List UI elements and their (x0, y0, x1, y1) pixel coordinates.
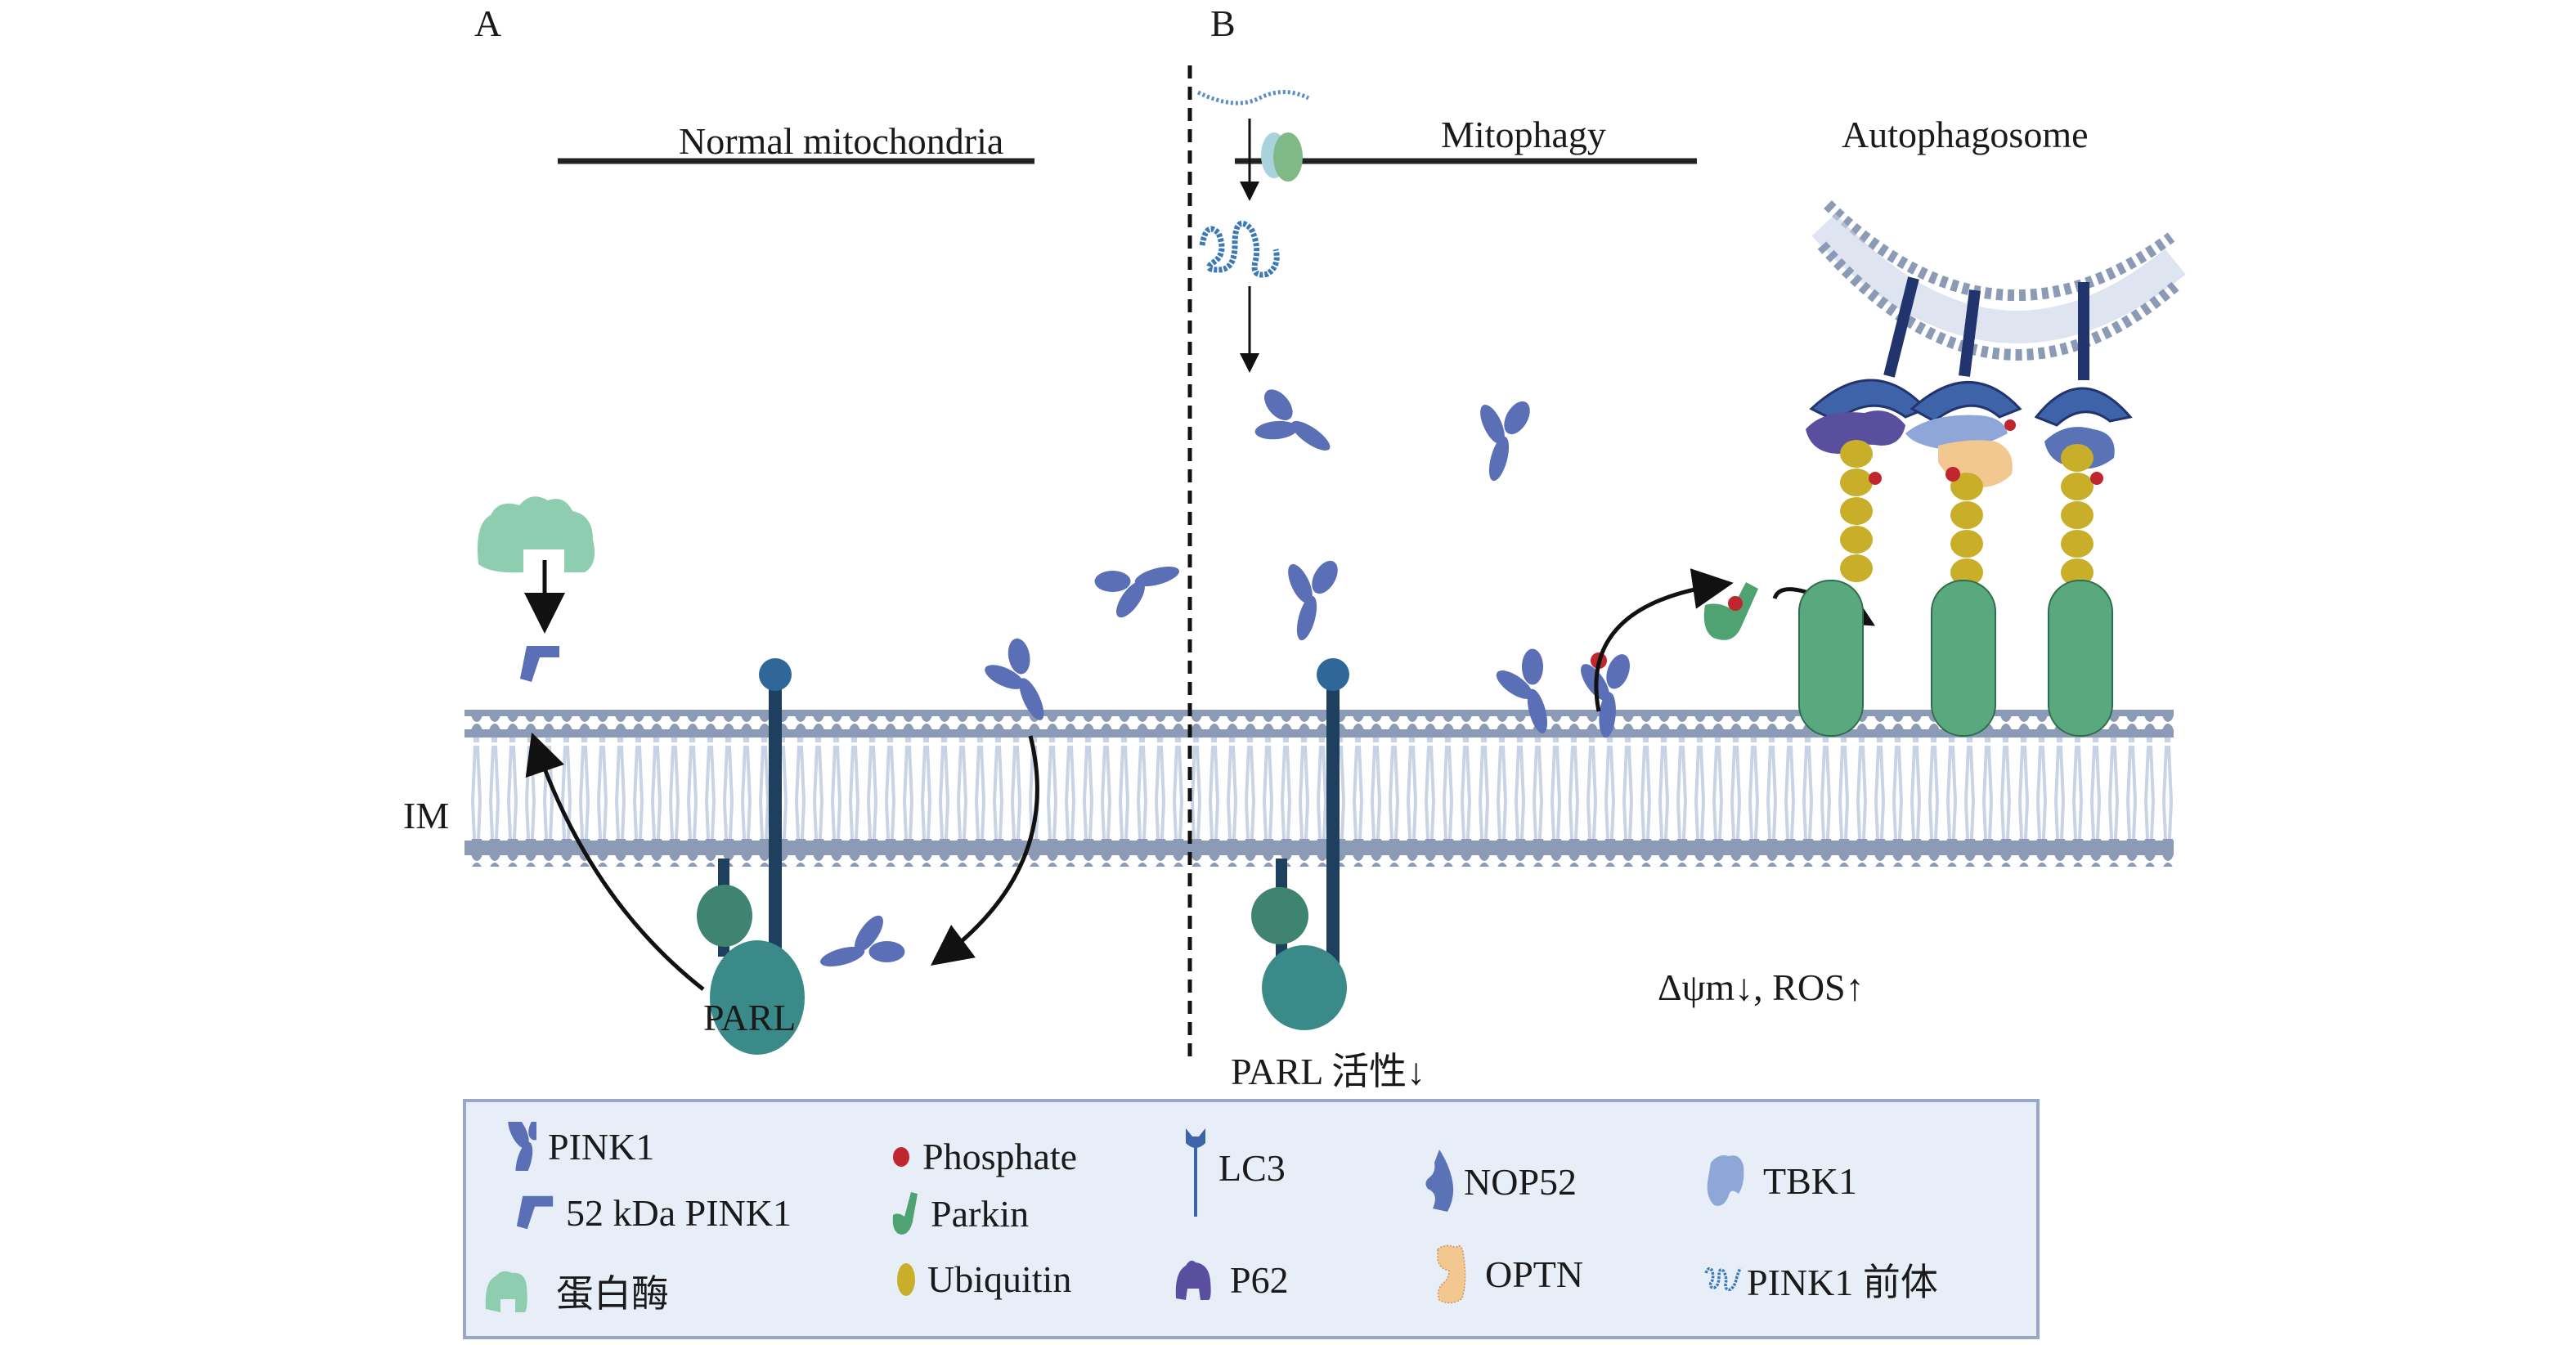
parl-complex-b (1251, 658, 1349, 1030)
membrane-inner-leaflet (464, 839, 2174, 867)
pink1-icon (810, 905, 914, 1001)
phosphate-icon (893, 1146, 909, 1167)
inner-membrane (464, 710, 2174, 867)
legend-item-phosphate: Phosphate (891, 1135, 1077, 1178)
legend-label: NOP52 (1464, 1160, 1577, 1203)
legend-label: 52 kDa PINK1 (566, 1191, 792, 1234)
parkin-recruit-arrow (1594, 568, 1734, 712)
legend-item-pink1-52kda: 52 kDa PINK1 (515, 1190, 792, 1235)
receptor-complex-2 (1905, 289, 2022, 737)
parkin-icon (892, 1192, 918, 1235)
legend-item-tbk1: TBK1 (1706, 1151, 1857, 1210)
parkin-icon (1703, 582, 1758, 640)
pink1-icon (1085, 532, 1190, 628)
pink1-52kda-icon (520, 646, 559, 682)
legend-label: 蛋白酶 (556, 1273, 669, 1315)
autophagosome-title: Autophagosome (1842, 114, 2089, 155)
membrane-tails (464, 734, 2174, 842)
legend-label: PINK1 前体 (1747, 1262, 1938, 1303)
ubiquitin-icon (897, 1262, 915, 1296)
membrane-label: IM (403, 795, 450, 836)
ribosome-icon (1261, 132, 1303, 182)
legend-item-protease: 蛋白酶 (484, 1264, 669, 1318)
parl-complex-a (697, 658, 805, 1055)
legend-label: LC3 (1218, 1147, 1286, 1189)
legend-label: Parkin (931, 1192, 1030, 1235)
pink1-icon (1283, 556, 1344, 643)
legend-item-lc3: LC3 (1184, 1128, 1286, 1218)
receptor-complex-1 (1798, 276, 1928, 737)
receptor-complex-3 (2034, 282, 2133, 737)
pink1-icon (1475, 397, 1536, 483)
parl-activity-label: PARL 活性↓ (1231, 1051, 1426, 1092)
legend-item-p62: P62 (1174, 1258, 1289, 1302)
legend-item-ubiquitin: Ubiquitin (896, 1258, 1071, 1301)
parl-label: PARL (703, 997, 797, 1038)
lc3-icon (1186, 1128, 1205, 1217)
autophagosome (1811, 200, 2186, 361)
nop52-icon (1425, 1150, 1454, 1212)
panel-a-letter: A (474, 2, 502, 44)
cleavage-arrow (525, 732, 705, 991)
p62-icon (1175, 1260, 1211, 1300)
pink1-52kda-icon (516, 1195, 554, 1230)
legend-item-optn: OPTN (1434, 1241, 1583, 1307)
condition-label: Δψm↓, ROS↑ (1658, 966, 1865, 1008)
import-arrow (930, 735, 1039, 966)
protease-icon (478, 496, 595, 573)
panel-a-title: Normal mitochondria (679, 120, 1004, 162)
optn-icon (1437, 1244, 1466, 1304)
tbk1-icon (1707, 1155, 1744, 1206)
legend-label: Phosphate (922, 1136, 1078, 1177)
pink1-precursor-icon (1704, 1267, 1742, 1292)
legend-label: TBK1 (1763, 1159, 1857, 1202)
legend-label: OPTN (1485, 1253, 1584, 1295)
pink1-mrna (1196, 90, 1310, 105)
legend-item-parkin: Parkin (891, 1190, 1029, 1236)
legend: PINK1 52 kDa PINK1 蛋白酶 Phosphate Parkin … (463, 1099, 2040, 1339)
legend-label: Ubiquitin (927, 1258, 1072, 1300)
legend-label: PINK1 (548, 1125, 655, 1168)
legend-item-pink1: PINK1 (500, 1122, 654, 1171)
panel-b-title: Mitophagy (1441, 114, 1606, 155)
legend-label: P62 (1230, 1258, 1289, 1301)
protease-icon (485, 1271, 527, 1312)
panel-b-letter: B (1210, 2, 1236, 44)
pink1-icon (1244, 380, 1346, 467)
pink1-icon (504, 1122, 536, 1171)
legend-item-nop52: NOP52 (1423, 1148, 1577, 1215)
legend-item-pink1-precursor: PINK1 前体 (1704, 1253, 1938, 1307)
membrane-outer-leaflet (464, 710, 2174, 738)
pink1-precursor-icon (1199, 220, 1280, 278)
